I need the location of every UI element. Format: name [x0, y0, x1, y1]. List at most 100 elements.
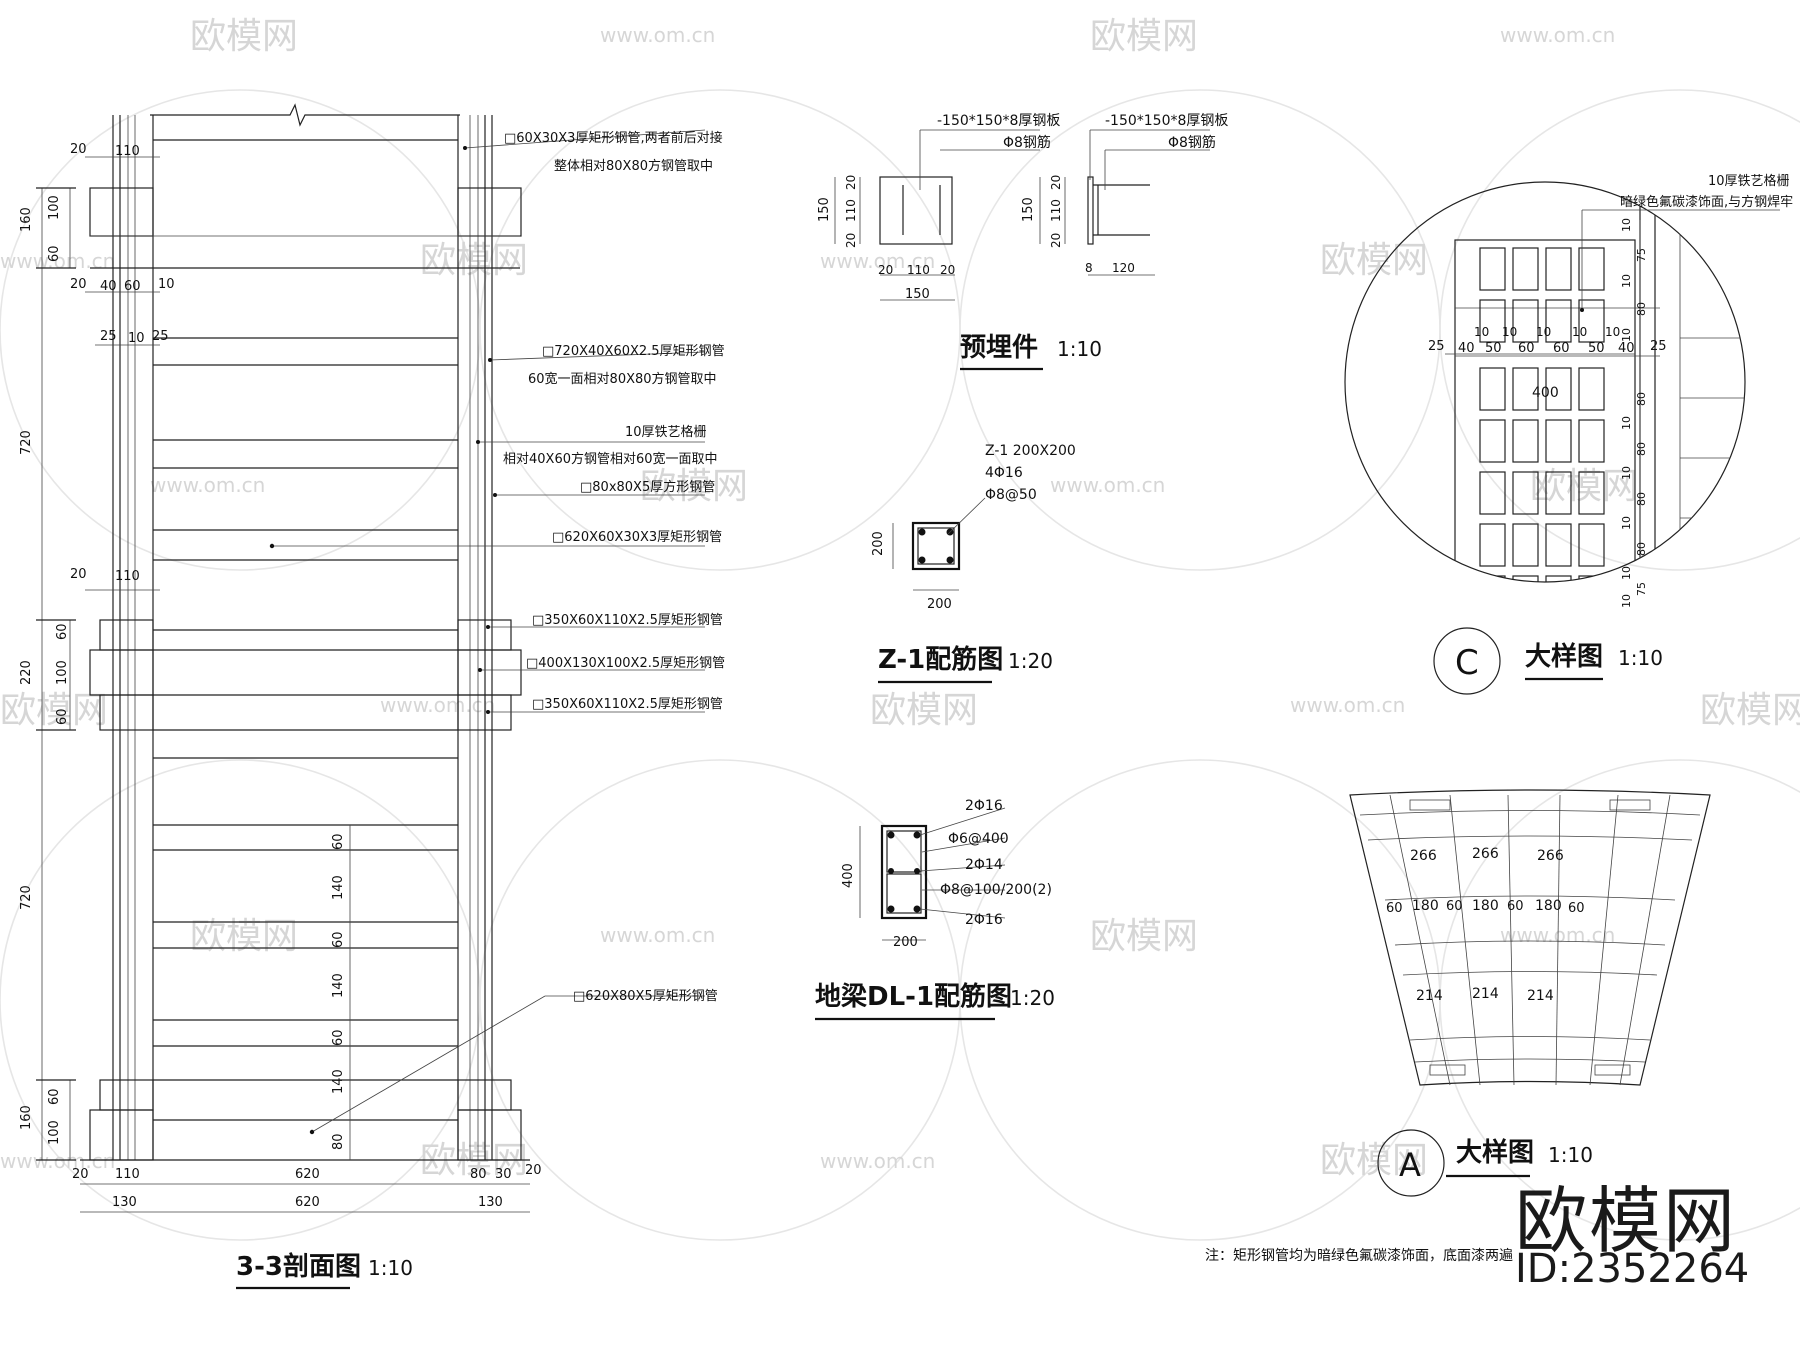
dim-text: 110: [115, 569, 140, 584]
watermark-url: www.om.cn: [0, 1149, 115, 1173]
dim-text: 20: [70, 567, 87, 582]
dim-text: 10: [1474, 325, 1489, 339]
dim-text: 214: [1416, 988, 1443, 1004]
callout-text: □620X60X30X3厚矩形钢管: [552, 530, 722, 545]
watermark-logo: 欧模网: [1700, 690, 1800, 731]
dim-text: 50: [1588, 341, 1605, 356]
dim-text: 140: [331, 1069, 346, 1094]
embed-bar-label: Φ8钢筋: [1003, 134, 1051, 151]
callout-text: □60X30X3厚矩形钢管,两者前后对接: [504, 130, 723, 146]
dim-text: 200: [893, 935, 918, 950]
dim-text: 10: [1620, 218, 1633, 232]
dl1-label: Φ8@100/200(2): [940, 882, 1052, 898]
embed-title: 预埋件: [960, 333, 1038, 363]
watermark-logo: 欧模网: [190, 916, 298, 957]
dim-text: 10: [1605, 325, 1620, 339]
callout-text: □620X80X5厚矩形钢管: [573, 989, 718, 1004]
watermark-layer: 欧模网 www.om.cn 欧模网 www.om.cn www.om.cn 欧模…: [0, 16, 1800, 1241]
embed-plate-label: -150*150*8厚钢板: [937, 113, 1060, 129]
dl1-label: 2Φ16: [965, 912, 1003, 928]
dim-text: 25: [1650, 339, 1667, 354]
dim-text: 140: [331, 875, 346, 900]
dim-text: 8: [1085, 261, 1093, 275]
callout-text: □80x80X5厚方形钢管: [580, 479, 715, 495]
dim-text: 80: [331, 1133, 346, 1150]
dim-text: 80: [1635, 302, 1648, 316]
dim-text: 60: [55, 708, 70, 725]
dim-text: 20: [525, 1163, 542, 1178]
dim-ticks-left: [36, 187, 76, 1161]
dim-text: 140: [331, 973, 346, 998]
dim-text: 60: [1518, 341, 1535, 356]
detail-c-scale: 1:10: [1618, 646, 1663, 670]
dim-text: 20: [72, 1167, 89, 1182]
watermark-url: www.om.cn: [820, 249, 935, 273]
watermark-url: www.om.cn: [150, 473, 265, 497]
embed-plate-label: -150*150*8厚钢板: [1105, 113, 1228, 129]
dim-text: 20: [1049, 233, 1063, 248]
dl1-label: Φ6@400: [948, 831, 1009, 847]
dim-text: 80: [470, 1167, 487, 1182]
watermark-url: www.om.cn: [1500, 23, 1615, 47]
dim-text: 120: [1112, 261, 1135, 275]
dim-text: 130: [112, 1195, 137, 1210]
dim-text: 400: [841, 863, 856, 888]
dl1-label: 2Φ16: [965, 798, 1003, 814]
dim-text: 20: [70, 142, 87, 157]
z1-spec: Z-1 200X200: [985, 443, 1076, 459]
z1-scale: 1:20: [1008, 649, 1053, 673]
dim-text: 10: [128, 331, 145, 346]
dim-text: 150: [905, 287, 930, 302]
callout-text: □350X60X110X2.5厚矩形钢管: [532, 613, 723, 628]
z1-detail: Z-1 200X200 4Φ16 Φ8@50 200 200 Z-1配筋图 1:…: [871, 443, 1076, 684]
dim-text: 60: [331, 833, 346, 850]
brand-logo: 欧模网: [1515, 1179, 1738, 1263]
dim-text: 266: [1472, 846, 1499, 862]
dim-text: 10: [1620, 566, 1633, 580]
embed-scale: 1:10: [1057, 337, 1102, 361]
watermark-logo: 欧模网: [1320, 1140, 1428, 1181]
dim-text: 25: [152, 329, 169, 344]
dim-text: 110: [1049, 199, 1063, 222]
callout-text: 10厚铁艺格栅: [625, 424, 707, 440]
callout-text: 整体相对80X80方钢管取中: [554, 158, 713, 174]
dim-text: 60: [331, 1029, 346, 1046]
embed-bar-label: Φ8钢筋: [1168, 134, 1216, 151]
dim-text: 20: [844, 175, 858, 190]
dim-text: 220: [19, 660, 34, 685]
watermark-url: www.om.cn: [1050, 473, 1165, 497]
dim-text: 150: [1021, 197, 1036, 222]
dim-text: 10: [1572, 325, 1587, 339]
watermark-logo: 欧模网: [0, 690, 108, 731]
dim-text: 60: [47, 245, 62, 262]
watermark-url: www.om.cn: [380, 693, 495, 717]
dim-text: 20: [940, 263, 955, 277]
dim-text: 200: [871, 531, 886, 556]
callout-text: 60宽一面相对80X80方钢管取中: [528, 371, 717, 387]
dim-text: 50: [1485, 341, 1502, 356]
dim-text: 40: [1458, 341, 1475, 356]
dim-text: 10: [158, 277, 175, 292]
watermark-url: www.om.cn: [600, 923, 715, 947]
dim-text: 10: [1620, 466, 1633, 480]
dim-text: 60: [1553, 341, 1570, 356]
detail-c-title: 大样图: [1525, 641, 1603, 672]
watermark-url: www.om.cn: [600, 23, 715, 47]
dim-text: 10: [1536, 325, 1551, 339]
callout-text: 相对40X60方钢管相对60宽一面取中: [503, 451, 718, 467]
dim-text: 110: [844, 199, 858, 222]
dim-text: 60: [1507, 899, 1524, 914]
section-scale: 1:10: [368, 1256, 413, 1280]
detail-a-marker: A: [1399, 1146, 1421, 1184]
embed-detail: -150*150*8厚钢板 Φ8钢筋 -150*150*8厚钢板 Φ8钢筋 15…: [817, 113, 1228, 371]
watermark-url: www.om.cn: [820, 1149, 935, 1173]
dim-text: 720: [19, 885, 34, 910]
callout-text: □350X60X110X2.5厚矩形钢管: [532, 697, 723, 712]
dim-text: 620: [295, 1167, 320, 1182]
dim-text: 20: [1049, 175, 1063, 190]
grille-cells: [1479, 247, 1605, 582]
dim-text: 75: [1635, 582, 1648, 596]
dim-text: 25: [100, 329, 117, 344]
dim-text: 130: [478, 1195, 503, 1210]
